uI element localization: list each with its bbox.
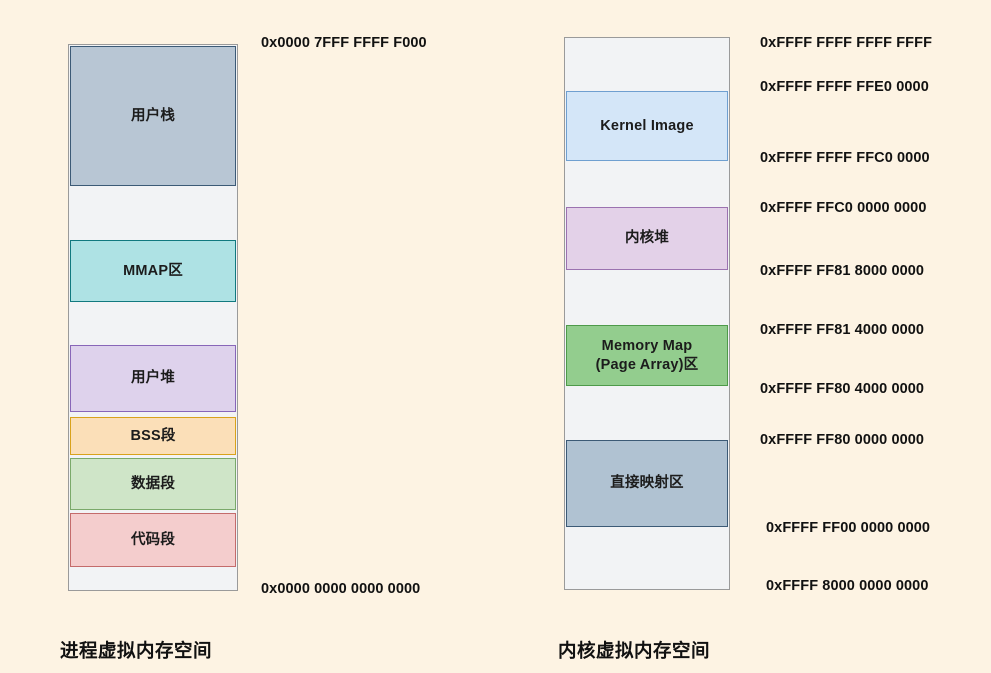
kernel-address-1: 0xFFFF FFFF FFFF FFFF [760, 35, 933, 51]
region-data-segment: 数据段 [70, 458, 236, 510]
region-label-text-segment: 代码段 [130, 531, 176, 548]
kernel-address-5: 0xFFFF FF81 8000 0000 [760, 263, 925, 279]
region-direct-mapping: 直接映射区 [566, 440, 728, 527]
region-mmap-area: MMAP区 [70, 240, 236, 302]
process-top-address: 0x0000 7FFF FFFF F000 [261, 35, 427, 51]
region-label-bss-segment: BSS段 [130, 427, 176, 444]
region-label-data-segment: 数据段 [130, 475, 176, 492]
process-bottom-address: 0x0000 0000 0000 0000 [261, 581, 421, 597]
region-text-segment: 代码段 [70, 513, 236, 567]
region-kernel-image: Kernel Image [566, 91, 728, 161]
kernel-address-3: 0xFFFF FFFF FFC0 0000 [760, 150, 930, 166]
region-user-stack: 用户栈 [70, 46, 236, 186]
process-column-caption: 进程虚拟内存空间 [60, 640, 213, 661]
region-label-kernel-heap: 内核堆 [624, 230, 670, 247]
kernel-column-caption: 内核虚拟内存空间 [558, 640, 711, 661]
kernel-address-2: 0xFFFF FFFF FFE0 0000 [760, 79, 929, 95]
kernel-address-4: 0xFFFF FFC0 0000 0000 [760, 200, 927, 216]
region-label-user-heap: 用户堆 [130, 370, 176, 387]
kernel-address-7: 0xFFFF FF80 4000 0000 [760, 381, 925, 397]
region-memory-map: Memory Map (Page Array)区 [566, 325, 728, 386]
region-bss-segment: BSS段 [70, 417, 236, 455]
kernel-address-10: 0xFFFF 8000 0000 0000 [766, 578, 929, 594]
region-label-mmap-area: MMAP区 [123, 262, 183, 279]
region-label-user-stack: 用户栈 [130, 107, 176, 124]
region-user-heap: 用户堆 [70, 345, 236, 412]
region-kernel-heap: 内核堆 [566, 207, 728, 270]
kernel-address-8: 0xFFFF FF80 0000 0000 [760, 432, 925, 448]
region-label-memory-map: Memory Map (Page Array)区 [595, 338, 699, 373]
kernel-address-6: 0xFFFF FF81 4000 0000 [760, 322, 925, 338]
region-label-kernel-image: Kernel Image [600, 117, 694, 134]
region-label-direct-mapping: 直接映射区 [610, 475, 684, 492]
kernel-address-9: 0xFFFF FF00 0000 0000 [766, 520, 931, 536]
